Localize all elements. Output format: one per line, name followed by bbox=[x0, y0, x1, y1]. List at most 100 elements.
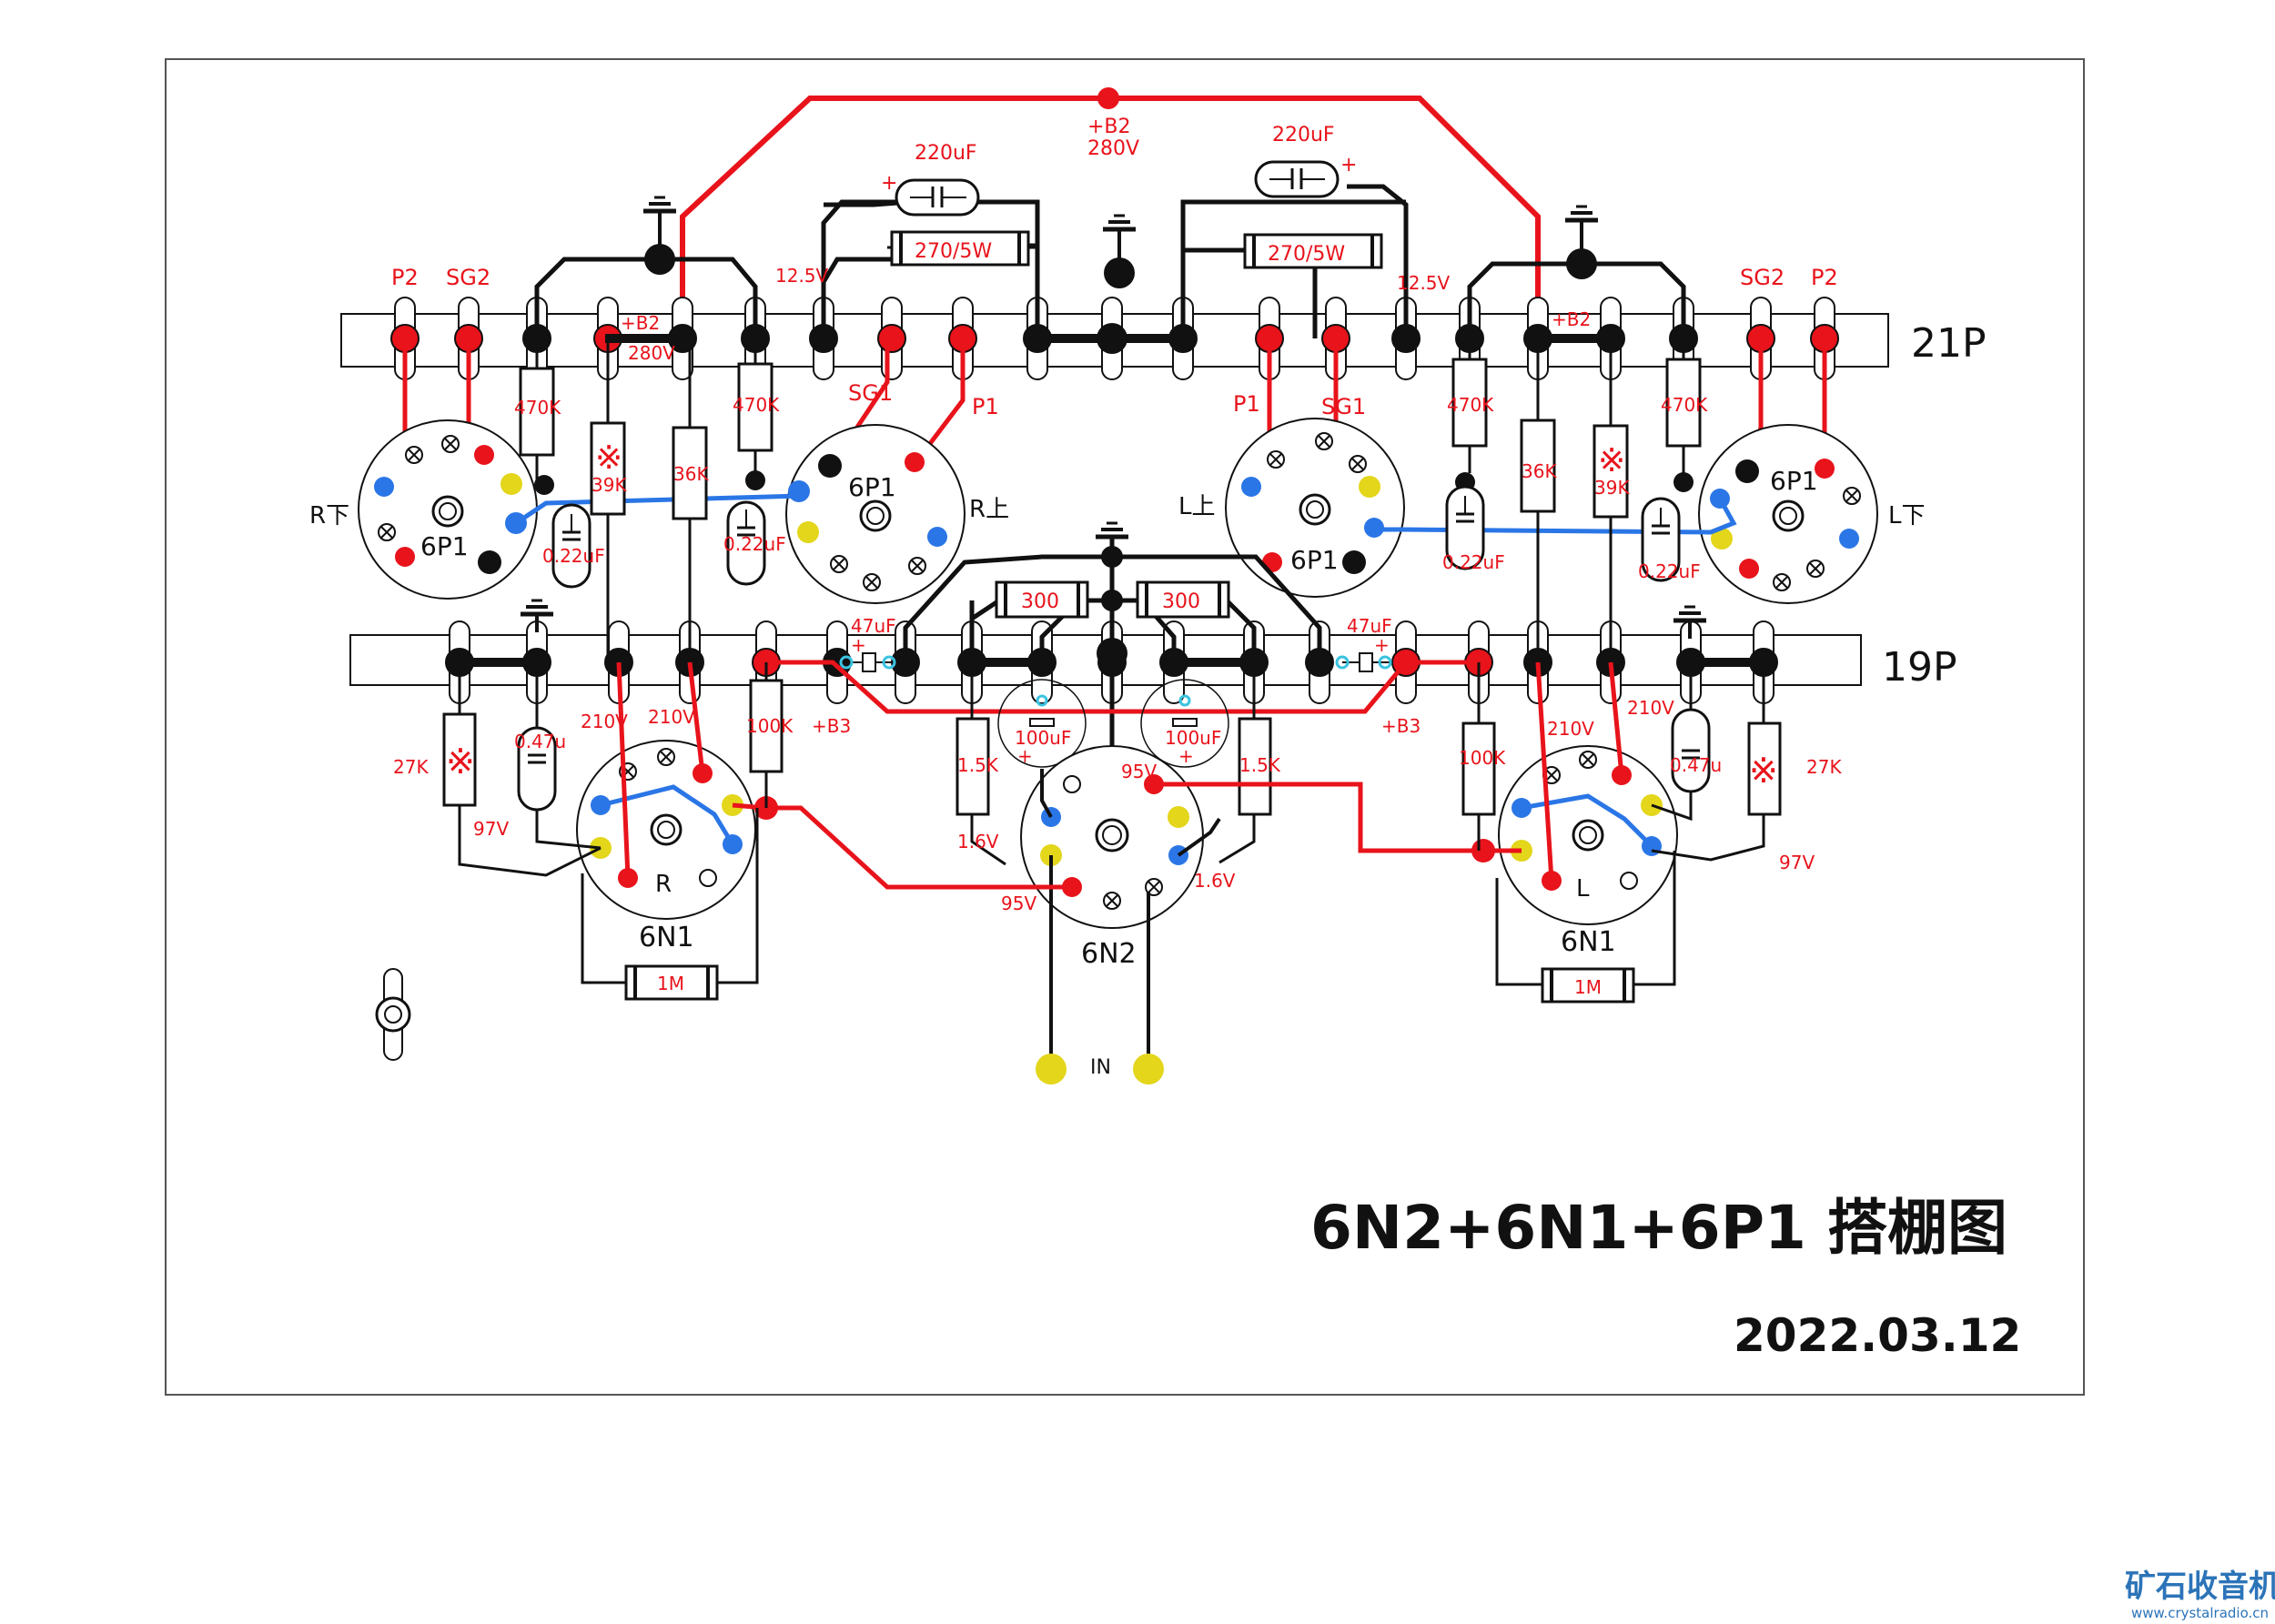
input-wiring bbox=[1040, 769, 1221, 1069]
b3-label-right: +B3 bbox=[1381, 715, 1421, 737]
b2-bus: +B2 280V bbox=[680, 87, 1541, 344]
r15k-label-1: 1.5K bbox=[957, 754, 999, 776]
r27k-label-1: 27K bbox=[393, 756, 429, 778]
ground-symbol bbox=[521, 600, 553, 632]
drive-wires bbox=[766, 782, 1483, 890]
label-12v5-left: 12.5V bbox=[775, 265, 829, 287]
cap-047u: 0.47u 0.47u bbox=[514, 662, 1722, 850]
v95-2: 95V bbox=[1121, 761, 1157, 782]
tube-6n1-r-type: 6N1 bbox=[639, 922, 694, 953]
tube-r-upper-type: 6P1 bbox=[848, 472, 896, 502]
r300-label-1: 300 bbox=[1021, 590, 1059, 613]
strip-21p-label: 21P bbox=[1911, 320, 1987, 367]
resistor-270-left-label: 270/5W bbox=[915, 240, 992, 263]
resistor-300: 300 300 bbox=[995, 580, 1230, 619]
mounting-hole bbox=[375, 968, 411, 1061]
b3-rail bbox=[766, 660, 1479, 714]
v16-1: 1.6V bbox=[957, 831, 999, 852]
ground-node bbox=[1566, 248, 1597, 279]
c022-label-3: 0.22uF bbox=[1442, 551, 1505, 573]
tube-6n2-type: 6N2 bbox=[1081, 938, 1137, 970]
center-ground-node bbox=[1101, 590, 1123, 611]
v95-1: 95V bbox=[1001, 893, 1036, 914]
v97-2: 97V bbox=[1779, 852, 1815, 873]
resistor-270-right-label: 270/5W bbox=[1268, 243, 1345, 266]
terminal-lug bbox=[390, 297, 420, 380]
resistor-1k5: 1.5K 1.5K bbox=[956, 662, 1281, 866]
terminal-lug bbox=[877, 297, 906, 380]
cap-220uf-right: 220uF + bbox=[1254, 124, 1357, 198]
tube-l-upper-side: L上 bbox=[1178, 493, 1216, 520]
tube-6n1-l-type: 6N1 bbox=[1561, 926, 1616, 958]
cap-100uf: 100uF + 100uF + bbox=[997, 679, 1229, 768]
center-ground-node bbox=[1101, 546, 1123, 568]
resistor-1m: 1M 1M bbox=[581, 808, 1676, 1004]
ground-node bbox=[1104, 257, 1135, 288]
label-p1-l: P1 bbox=[1233, 391, 1260, 417]
r470k-label-1: 470K bbox=[514, 397, 561, 419]
r1m-label-2: 1M bbox=[1574, 976, 1602, 998]
resistor-270-5w-left: 270/5W bbox=[887, 230, 1037, 267]
ground-node bbox=[1097, 323, 1127, 354]
input-label: IN bbox=[1090, 1056, 1111, 1079]
strip-19p-label: 19P bbox=[1882, 644, 1957, 691]
label-p2-l: P2 bbox=[1811, 265, 1838, 290]
r470k-label-4: 470K bbox=[1661, 394, 1708, 416]
cap-47uf: 47uF + 47uF + bbox=[839, 615, 1392, 672]
resistor-270-5w-right: 270/5W bbox=[1192, 233, 1383, 269]
c022-label-2: 0.22uF bbox=[723, 533, 786, 555]
label-280-left: 280V bbox=[628, 342, 675, 364]
c047-label-2: 0.47u bbox=[1670, 754, 1722, 776]
terminal-lug bbox=[1746, 297, 1775, 380]
r100k-label-2: 100K bbox=[1459, 747, 1506, 769]
tube-6p1-r-lower: 6P1 R下 bbox=[309, 419, 538, 600]
label-p1-r: P1 bbox=[972, 394, 999, 419]
tube-6n1-l-side: L bbox=[1576, 875, 1590, 903]
feedback-wires bbox=[514, 493, 1737, 535]
input-pad-1[interactable] bbox=[1036, 1054, 1067, 1084]
v210-4: 210V bbox=[1627, 697, 1674, 719]
cap-220uf-right-label: 220uF bbox=[1272, 124, 1335, 146]
drawing-frame bbox=[165, 58, 2085, 1396]
c047-label-1: 0.47u bbox=[514, 731, 566, 752]
label-sg2-r: SG2 bbox=[446, 265, 490, 290]
label-p2-r: P2 bbox=[391, 265, 419, 290]
label-b2-left: +B2 bbox=[621, 312, 660, 334]
tube-6n2: 6N2 bbox=[1020, 745, 1204, 970]
v97-1: 97V bbox=[473, 818, 509, 840]
driver-feedback-wires bbox=[600, 784, 1653, 848]
v16-2: 1.6V bbox=[1194, 870, 1236, 892]
resistor-27k: ※ 27K ※ 27K bbox=[393, 662, 1842, 877]
terminal-lug bbox=[823, 620, 852, 704]
r36k-label-1: 36K bbox=[673, 463, 709, 485]
diagram-title: 6N2+6N1+6P1 搭棚图 bbox=[1310, 1193, 2007, 1263]
svg-text:+: + bbox=[881, 172, 897, 195]
tube-6p1-r-upper: 6P1 R上 bbox=[785, 424, 1009, 604]
b2-voltage-label: 280V bbox=[1087, 137, 1139, 160]
cap-022uf: 0.22uF 0.22uF 0.22uF 0.22uF bbox=[542, 485, 1701, 589]
v210-1: 210V bbox=[581, 711, 628, 732]
tube-r-upper-side: R上 bbox=[969, 496, 1009, 523]
svg-text:+: + bbox=[1374, 634, 1390, 656]
center-ground-node bbox=[1097, 638, 1127, 669]
input-pad-2[interactable] bbox=[1133, 1054, 1164, 1084]
resistor-39k-36k: ※ 39K 36K 36K ※ 39K bbox=[590, 341, 1630, 655]
cap-220uf-left-label: 220uF bbox=[915, 142, 977, 165]
r27k-label-2: 27K bbox=[1806, 756, 1842, 778]
c022-label-4: 0.22uF bbox=[1638, 560, 1701, 582]
svg-text:※: ※ bbox=[595, 439, 622, 477]
c100-label-1: 100uF bbox=[1015, 727, 1071, 749]
watermark-name: 矿石收音机 bbox=[2125, 1569, 2275, 1605]
svg-text:+: + bbox=[1178, 745, 1194, 767]
tube-6n1-r-side: R bbox=[655, 871, 672, 898]
r36k-label-2: 36K bbox=[1522, 460, 1557, 482]
r39k-label-2: 39K bbox=[1594, 477, 1630, 499]
svg-text:※: ※ bbox=[1598, 442, 1625, 479]
tube-r-lower-side: R下 bbox=[309, 502, 349, 530]
label-sg1-l: SG1 bbox=[1321, 394, 1366, 419]
tube-6n1-l: 6N1 L bbox=[1498, 745, 1678, 958]
c47-label-2: 47uF bbox=[1347, 615, 1392, 637]
tube-l-lower-type: 6P1 bbox=[1770, 466, 1818, 496]
tube-6n1-r: 6N1 R bbox=[576, 740, 756, 953]
